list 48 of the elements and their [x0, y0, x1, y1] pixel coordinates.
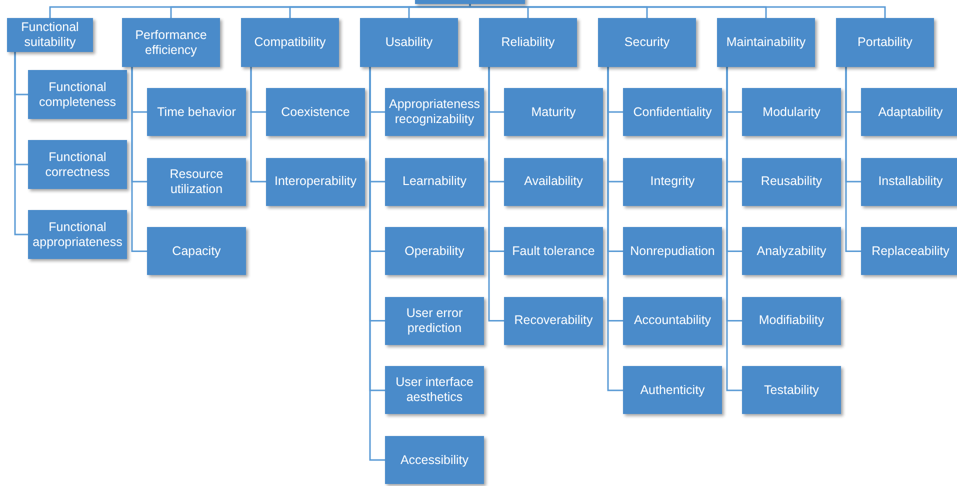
category-box: Capacity: [147, 227, 246, 276]
category-box: Availability: [504, 158, 603, 206]
connector-line: [607, 67, 623, 392]
connector-line: [469, 4, 886, 18]
category-box: Functional appropriateness: [28, 210, 127, 259]
category-box: Usability: [360, 18, 458, 67]
connector-line: [845, 67, 861, 252]
category-box: Testability: [742, 366, 841, 414]
category-box: Resource utilization: [147, 158, 246, 206]
category-box: Authenticity: [623, 366, 722, 414]
category-box: Learnability: [385, 158, 484, 206]
category-box: Modularity: [742, 88, 841, 136]
category-box: Security: [598, 18, 696, 67]
category-box: Fault tolerance: [504, 227, 603, 276]
category-box: Portability: [836, 18, 934, 67]
category-box: Appropriateness recognizability: [385, 88, 484, 136]
connector-line: [131, 67, 147, 252]
category-box: User interface aesthetics: [385, 366, 484, 414]
category-box: Time behavior: [147, 88, 246, 136]
category-box: Functional suitability: [7, 18, 93, 52]
category-box: Confidentiality: [623, 88, 722, 136]
category-box: Nonrepudiation: [623, 227, 722, 276]
connector-line: [726, 67, 742, 392]
category-box: User error prediction: [385, 296, 484, 345]
category-box: Modifiability: [742, 296, 841, 345]
category-box: Adaptability: [861, 88, 957, 136]
category-box: Interoperability: [266, 158, 365, 206]
category-box: Functional completeness: [28, 70, 127, 119]
category-box: Performance efficiency: [122, 18, 220, 67]
connector-line: [250, 67, 266, 182]
category-box: Coexistence: [266, 88, 365, 136]
connector-line: [408, 4, 471, 18]
category-box: Integrity: [623, 158, 722, 206]
category-box: Analyzability: [742, 227, 841, 276]
category-box: Accountability: [623, 296, 722, 345]
category-box: Installability: [861, 158, 957, 206]
category-box: Recoverability: [504, 296, 603, 345]
connector-line: [14, 52, 28, 236]
category-box: Replaceability: [861, 227, 957, 276]
category-box: Reliability: [479, 18, 577, 67]
category-box: Functional correctness: [28, 140, 127, 189]
category-box: Operability: [385, 227, 484, 276]
category-box: Maturity: [504, 88, 603, 136]
category-box: Reusability: [742, 158, 841, 206]
category-box: Accessibility: [385, 436, 484, 484]
category-box: Compatibility: [241, 18, 339, 67]
category-box: Maintainability: [717, 18, 815, 67]
connector-line: [488, 67, 504, 322]
